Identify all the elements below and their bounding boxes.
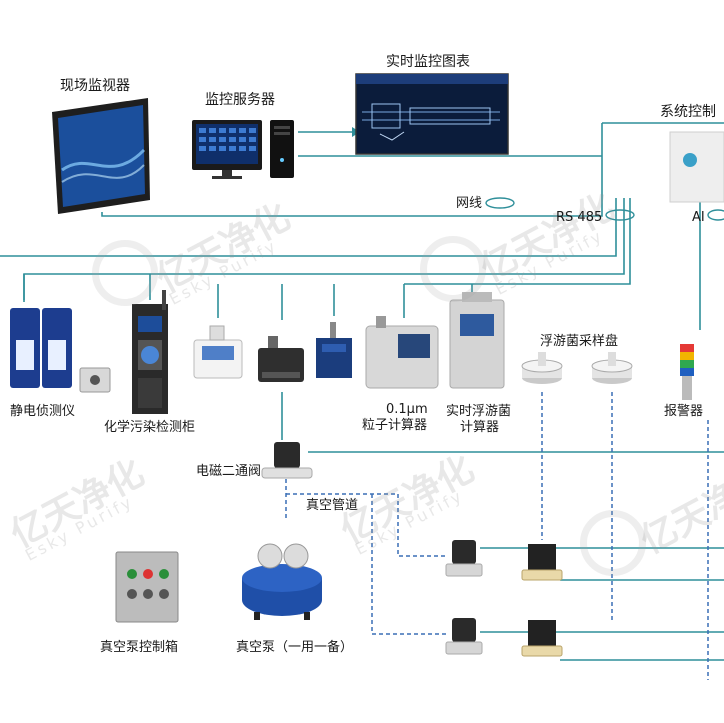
flowmeter-right-2	[521, 620, 563, 657]
realtime-chart-screen	[355, 73, 509, 155]
sensor-blue-box	[316, 322, 352, 378]
particle-counter-device	[365, 316, 439, 389]
label-vacuum-pipe: 真空管道	[306, 498, 359, 513]
flowmeter-right-1	[521, 544, 563, 581]
cable-loop-net	[485, 197, 515, 209]
label-ai: AI	[692, 210, 705, 225]
label-sampling-plate: 浮游菌采样盘	[540, 334, 619, 349]
monitor-to-controller-line	[101, 198, 603, 217]
monitor-server-device	[192, 120, 294, 179]
network-lines	[0, 122, 724, 661]
valve-right-1	[445, 540, 483, 577]
label-vacuum-pump-box: 真空泵控制箱	[100, 640, 179, 655]
sampling-plate-2	[591, 352, 633, 384]
solenoid-valve-device	[261, 442, 313, 479]
label-alarm: 报警器	[664, 404, 704, 419]
label-particle-counter-2: 粒子计算器	[362, 418, 428, 433]
cable-loop-ai	[707, 209, 724, 221]
label-realtime-chart: 实时监控图表	[386, 54, 470, 70]
sensor-dark	[258, 336, 304, 382]
label-bio-counter-1: 实时浮游菌	[446, 404, 512, 419]
rs485-line-1	[0, 198, 617, 257]
label-rs485: RS 485	[556, 210, 603, 225]
vacuum-pipe-lines	[285, 392, 709, 680]
system-controller-device	[669, 131, 724, 203]
bio-counter-device	[449, 292, 505, 389]
label-solenoid-valve: 电磁二通阀	[196, 464, 262, 479]
vacuum-pump-control-box	[115, 551, 179, 623]
sampling-plate-1	[521, 352, 563, 384]
server-to-chart-arrow	[298, 127, 360, 137]
static-detector-device	[10, 308, 111, 393]
alarm-light-device	[680, 344, 694, 400]
particle-counter-small	[193, 325, 243, 379]
label-bio-counter-2: 计算器	[460, 420, 500, 435]
label-vacuum-pump: 真空泵（一用一备）	[236, 640, 354, 655]
field-monitor-device	[52, 98, 150, 214]
label-monitor-server: 监控服务器	[205, 92, 275, 108]
label-static-detector: 静电侦测仪	[10, 404, 76, 419]
vacuum-pump-device	[242, 543, 322, 620]
cable-loop-rs485	[605, 209, 635, 221]
valve-right-2	[445, 618, 483, 655]
label-system-control: 系统控制	[660, 104, 716, 120]
label-chem-cabinet: 化学污染检测柜	[104, 420, 196, 435]
label-field-monitor: 现场监视器	[60, 78, 130, 94]
label-network-cable: 网线	[456, 196, 483, 211]
chem-cabinet-device	[132, 290, 168, 414]
label-particle-counter-1: 0.1μm	[386, 402, 428, 417]
